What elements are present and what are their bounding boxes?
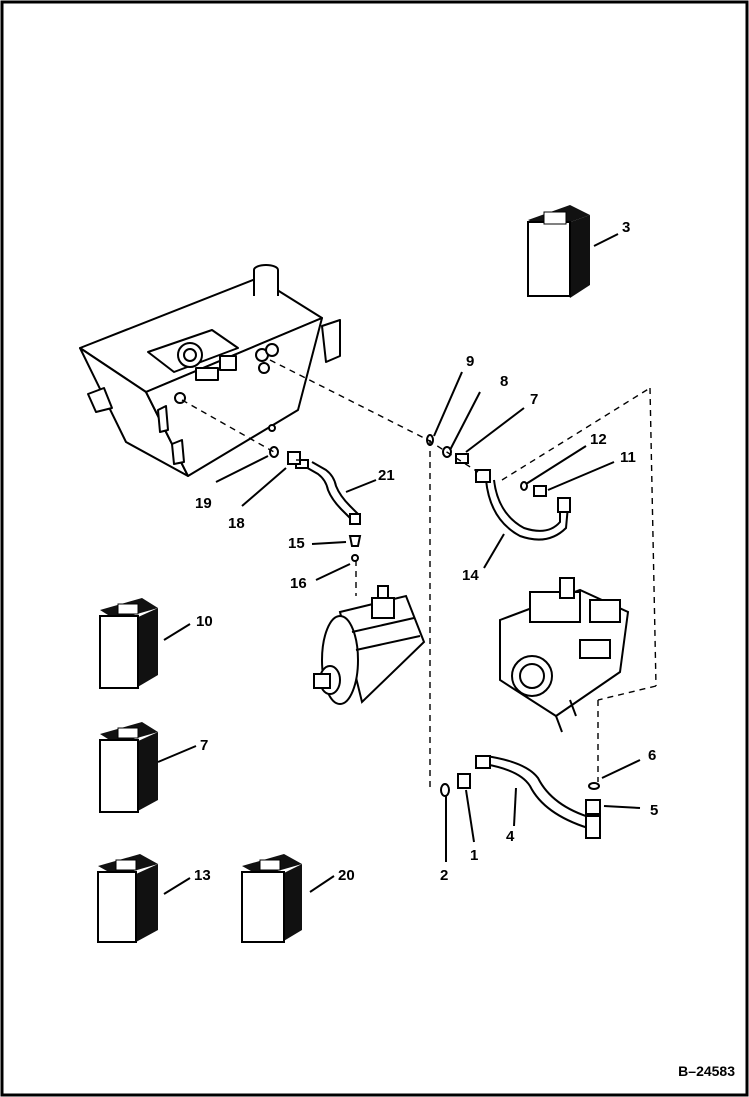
callout-16: 16 [290,575,307,592]
hose-4 [475,755,601,839]
callout-6: 6 [648,747,656,764]
callout-5: 5 [650,802,658,819]
hydraulic-tank [79,264,341,477]
figure-reference: B–24583 [678,1063,735,1079]
callout-1: 1 [470,847,478,864]
assembly-lines [181,359,657,790]
callout-11: 11 [620,449,636,466]
callout-8: 8 [500,373,508,390]
package-10 [99,598,158,689]
callout-14: 14 [462,567,479,584]
callout-7a: 7 [530,391,538,408]
leader-lines [157,233,641,895]
callout-21: 21 [378,467,395,484]
callout-3: 3 [622,219,630,236]
package-20 [241,854,302,943]
callout-2: 2 [440,867,448,884]
callouts: 3 9 8 7 12 11 21 19 18 15 14 16 10 7 6 5… [194,219,658,884]
callout-15: 15 [288,535,305,552]
hydrostatic-pump [499,577,630,733]
hose-14 [475,469,571,541]
callout-18: 18 [228,515,245,532]
callout-13: 13 [194,867,211,884]
package-17 [99,722,158,813]
package-3 [527,205,590,298]
hose-21 [295,459,361,525]
callout-9: 9 [466,353,474,370]
callout-12: 12 [590,431,607,448]
callout-19: 19 [195,495,212,512]
package-13 [97,854,158,943]
callout-7b: 7 [200,737,208,754]
callout-10: 10 [196,613,213,630]
callout-4: 4 [506,828,515,845]
drive-motor [313,585,426,705]
callout-20: 20 [338,867,355,884]
